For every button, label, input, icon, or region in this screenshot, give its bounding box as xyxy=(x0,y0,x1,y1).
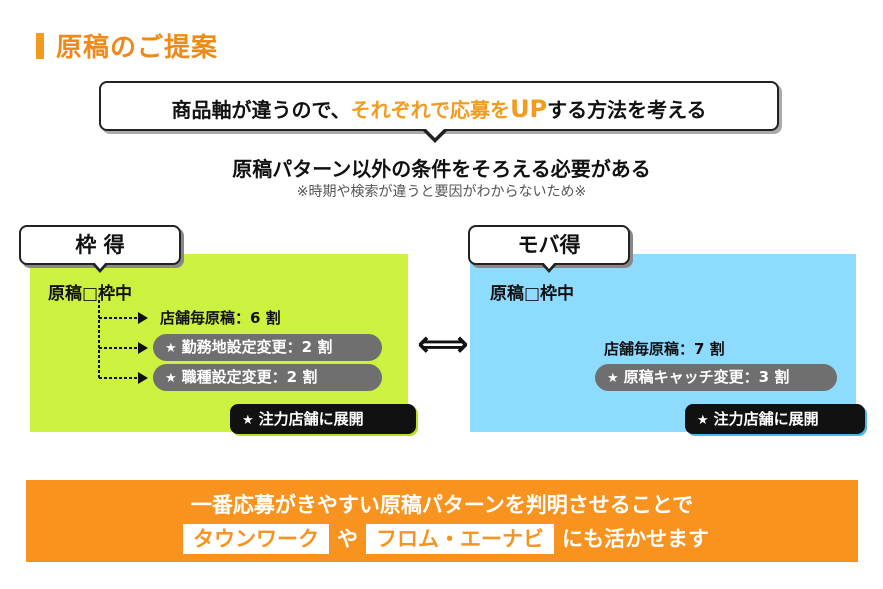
left-item-3: 職種設定変更：2 割 xyxy=(181,368,318,386)
left-item-2: 勤務地設定変更：2 割 xyxy=(181,338,333,356)
callout-tail-inner xyxy=(424,127,446,138)
left-tree-connector xyxy=(98,300,140,379)
right-item-3: 原稿キャッチ変更：3 割 xyxy=(623,368,790,386)
right-panel xyxy=(470,254,856,432)
right-panel-tag: モバ得 xyxy=(468,225,630,265)
double-arrow-icon: ⟺ xyxy=(417,324,469,365)
right-cta-label: 注力店舗に展開 xyxy=(713,410,819,428)
star-icon: ★ xyxy=(242,413,254,428)
right-item-3-pill: ★ 原稿キャッチ変更：3 割 xyxy=(595,364,837,391)
callout-text-post: する方法を考える xyxy=(547,98,707,122)
left-arrowhead-2 xyxy=(138,342,148,354)
subheading: 原稿パターン以外の条件をそろえる必要がある xyxy=(232,157,651,181)
page-title: 原稿のご提案 xyxy=(56,33,219,63)
callout-text: 商品軸が違うので、それぞれで応募をUPする方法を考える xyxy=(101,94,777,123)
title-accent-bar xyxy=(36,33,44,59)
right-focus-store-button: ★ 注力店舗に展開 xyxy=(685,404,865,434)
left-arrowhead-3 xyxy=(138,372,148,384)
left-focus-store-button: ★ 注力店舗に展開 xyxy=(230,404,416,434)
right-item-2: 店舗毎原稿：7 割 xyxy=(604,340,725,358)
callout-text-highlight: それぞれで応募を xyxy=(350,98,511,122)
banner-conj: や xyxy=(337,527,358,551)
callout-text-pre: 商品軸が違うので、 xyxy=(171,98,351,122)
banner-line-2: タウンワークやフロム・エーナビにも活かせます xyxy=(26,523,858,554)
subnote: ※時期や検索が違うと要因がわからないため※ xyxy=(296,184,587,200)
star-icon: ★ xyxy=(607,371,619,386)
left-tag-tail-inner xyxy=(93,261,107,269)
left-frame-label: 原稿□枠中 xyxy=(48,284,133,304)
right-frame-label: 原稿□枠中 xyxy=(490,284,575,304)
conclusion-banner: 一番応募がきやすい原稿パターンを判明させることで タウンワークやフロム・エーナビ… xyxy=(26,480,858,562)
left-item-1: 店舗毎原稿：6 割 xyxy=(160,309,281,327)
callout-box: 商品軸が違うので、それぞれで応募をUPする方法を考える xyxy=(99,81,779,131)
townwork-box: タウンワーク xyxy=(183,524,329,554)
star-icon: ★ xyxy=(697,413,709,428)
left-item-3-pill: ★ 職種設定変更：2 割 xyxy=(153,364,382,391)
left-item-2-pill: ★ 勤務地設定変更：2 割 xyxy=(153,334,382,361)
left-cta-label: 注力店舗に展開 xyxy=(258,410,364,428)
fromanavi-box: フロム・エーナビ xyxy=(366,524,554,554)
right-tag-tail-inner xyxy=(542,261,556,269)
left-panel-tag: 枠 得 xyxy=(19,225,181,265)
left-arrowhead-1 xyxy=(138,312,148,324)
banner-line-1: 一番応募がきやすい原稿パターンを判明させることで xyxy=(190,493,694,517)
callout-text-up: UP xyxy=(510,95,548,123)
star-icon: ★ xyxy=(165,371,177,386)
star-icon: ★ xyxy=(165,341,177,356)
banner-suffix: にも活かせます xyxy=(562,527,709,551)
